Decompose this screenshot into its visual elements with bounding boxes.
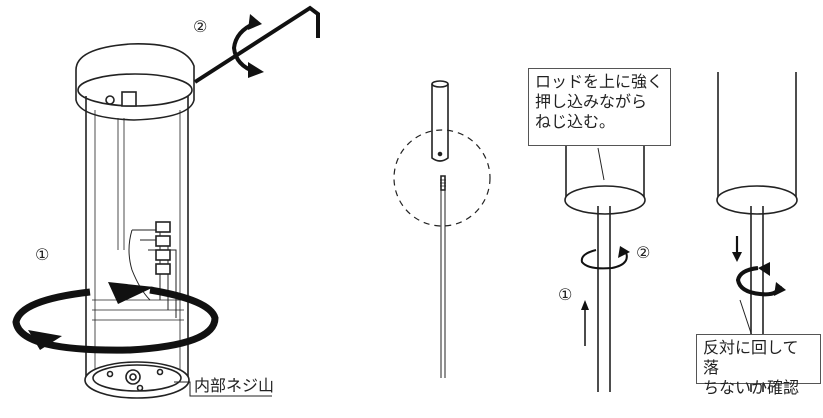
bottom-hole-2 [156,368,164,376]
thread-leader-line [174,381,272,397]
check-step [716,72,798,392]
rod-detail [393,80,491,378]
rod-thread [440,179,446,187]
housing-2-bottom [716,185,798,215]
connector-1 [155,221,171,233]
connector-4 [155,263,171,275]
thread-band [92,299,184,321]
rotation-arrow-1 [12,282,219,354]
top-component [121,91,137,107]
connector-2 [155,235,171,247]
cap-hole [437,151,443,157]
check-instruction-callout: 反対に回して落 ちないか確認 [696,334,821,397]
housing-1-bottom [564,185,646,215]
step-1-label: ① [35,245,50,264]
rotation-step-2-label: ② [636,243,651,262]
insert-instruction-callout: ロッドを上に強く 押し込みながら ねじ込む。 [528,68,671,146]
step-2-label: ② [193,17,208,36]
rotation-arrow-2 [231,14,264,78]
inner-thread-label: 内部ネジ山 [194,376,275,395]
insert-rotation-arrow [580,246,630,270]
top-cap [75,43,195,121]
bottom-face [84,361,190,399]
thin-rod [440,178,446,378]
tube-body [85,96,189,380]
check-rotation-arrow [735,262,786,297]
bottom-hole-3 [136,384,144,392]
top-screw [105,95,115,105]
check-leader [739,299,753,337]
wrench [193,5,320,84]
rod-1 [597,206,611,392]
zoom-circle [393,129,491,227]
down-arrow [732,236,742,262]
insert-leader [597,147,605,181]
push-up-arrow [581,300,589,346]
cylinder-unit [75,43,195,399]
bottom-face-inner [92,364,182,392]
bottom-center-inner [129,373,137,381]
bottom-hole-1 [106,370,114,378]
inner-board [117,118,125,250]
bottom-center [125,369,141,385]
cap-tube [431,84,449,162]
housing-2 [717,72,797,200]
connector-3 [155,249,171,261]
push-step-1-label: ① [558,285,573,304]
cap-tube-top [431,80,449,88]
